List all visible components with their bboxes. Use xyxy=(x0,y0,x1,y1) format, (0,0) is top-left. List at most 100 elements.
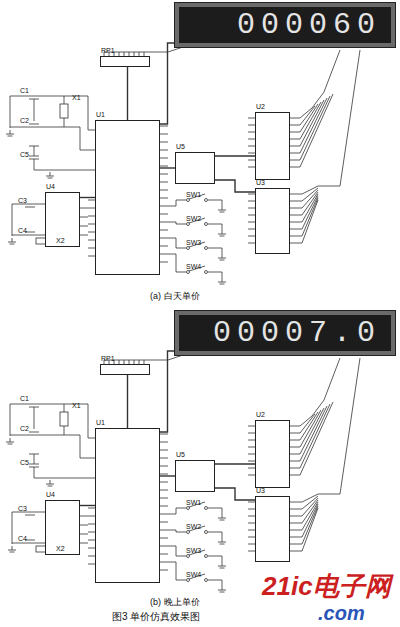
part-label: X2 xyxy=(56,236,65,245)
ground-symbol xyxy=(46,484,54,485)
wire xyxy=(39,96,64,97)
wire xyxy=(222,532,223,538)
switch-symbol xyxy=(208,580,222,581)
ground-symbol xyxy=(220,260,225,261)
wire xyxy=(39,127,64,128)
bus-connector xyxy=(160,475,175,476)
wire xyxy=(35,204,45,205)
pin-stub xyxy=(160,214,168,215)
bus-wire xyxy=(324,50,340,92)
bus-connector xyxy=(127,375,128,428)
pin-stub xyxy=(248,530,255,531)
ground-symbol xyxy=(222,230,223,234)
chip-box: U1 xyxy=(95,428,160,583)
bus-wire xyxy=(300,100,324,146)
ground-symbol xyxy=(222,586,223,590)
pin-stub xyxy=(160,538,168,539)
pin-stub xyxy=(248,167,255,168)
pin-stub xyxy=(160,458,168,459)
pin-stub xyxy=(248,454,255,455)
ground-symbol xyxy=(218,518,226,519)
capacitor-symbol xyxy=(29,96,39,97)
pin-stub xyxy=(290,523,302,524)
wire xyxy=(34,467,35,478)
part-label: X2 xyxy=(56,544,65,553)
wire xyxy=(64,96,65,104)
pin-stub xyxy=(88,516,95,517)
switch-contact xyxy=(205,271,208,274)
bus-connector xyxy=(215,155,255,156)
bus-wire xyxy=(302,508,318,551)
wire xyxy=(168,222,176,223)
wire xyxy=(10,127,29,128)
capacitor-symbol xyxy=(25,207,35,208)
pin-stub xyxy=(160,222,168,223)
ground-symbol xyxy=(10,244,15,245)
pin-stub xyxy=(88,240,95,241)
ground-symbol xyxy=(6,442,14,443)
ground-symbol xyxy=(10,438,11,442)
capacitor-symbol xyxy=(25,543,35,544)
wire xyxy=(80,458,88,459)
chip-box: U2 xyxy=(255,112,290,180)
wire xyxy=(88,96,89,130)
pin-stub xyxy=(88,458,95,459)
wire xyxy=(64,127,80,128)
watermark: .com xyxy=(318,602,365,624)
part-label: C1 xyxy=(20,394,29,403)
pin-stub xyxy=(290,243,302,244)
wire xyxy=(168,546,176,547)
ground-symbol xyxy=(218,258,226,259)
pin-stub xyxy=(248,544,255,545)
bus-connector xyxy=(160,167,175,168)
pin-stub xyxy=(80,208,88,209)
pin-stub xyxy=(248,461,255,462)
ground-symbol xyxy=(46,176,54,177)
switch-symbol xyxy=(176,580,186,581)
wire xyxy=(10,435,29,436)
pin-stub xyxy=(290,236,302,237)
pin-stub xyxy=(248,222,255,223)
chip-box: U2 xyxy=(255,420,290,488)
pin-stub xyxy=(290,447,300,448)
pin-stub xyxy=(290,153,300,154)
bus-wire xyxy=(302,504,318,537)
pin-stub xyxy=(160,554,168,555)
ground-symbol xyxy=(50,172,51,176)
wire xyxy=(35,235,45,236)
ground-symbol xyxy=(12,546,13,550)
pin-stub xyxy=(88,548,95,549)
part-name: U2 xyxy=(256,103,265,111)
bus-wire xyxy=(312,92,324,108)
pin-stub xyxy=(160,126,168,127)
pin-stub xyxy=(290,160,300,161)
seven-segment-display: 000060 xyxy=(175,3,395,47)
switch-contact xyxy=(205,247,208,250)
ground-symbol xyxy=(218,542,226,543)
pin-stub xyxy=(290,440,300,441)
pin-stub xyxy=(290,139,300,140)
pin-stub xyxy=(160,474,168,475)
wire xyxy=(10,404,29,405)
pin-stub xyxy=(80,226,88,227)
pin-stub xyxy=(88,208,95,209)
pin-stub xyxy=(290,194,302,195)
pin-stub xyxy=(160,434,168,435)
wire xyxy=(12,543,25,544)
pin-stub xyxy=(160,442,168,443)
pin-stub xyxy=(160,498,168,499)
pin-stub xyxy=(290,215,302,216)
bus-connector xyxy=(127,67,128,120)
wire xyxy=(35,512,45,513)
panel-label: (a) 白天单价 xyxy=(150,291,200,302)
capacitor-symbol xyxy=(25,235,35,236)
part-label: SW1 xyxy=(186,498,201,507)
pin-stub xyxy=(248,243,255,244)
display-digits: 000060 xyxy=(237,8,381,42)
ground-symbol xyxy=(220,236,225,237)
capacitor-symbol xyxy=(29,127,39,128)
wire xyxy=(34,159,35,170)
part-label: C3 xyxy=(18,196,27,205)
bus-wire xyxy=(302,200,318,243)
wire xyxy=(12,235,25,236)
